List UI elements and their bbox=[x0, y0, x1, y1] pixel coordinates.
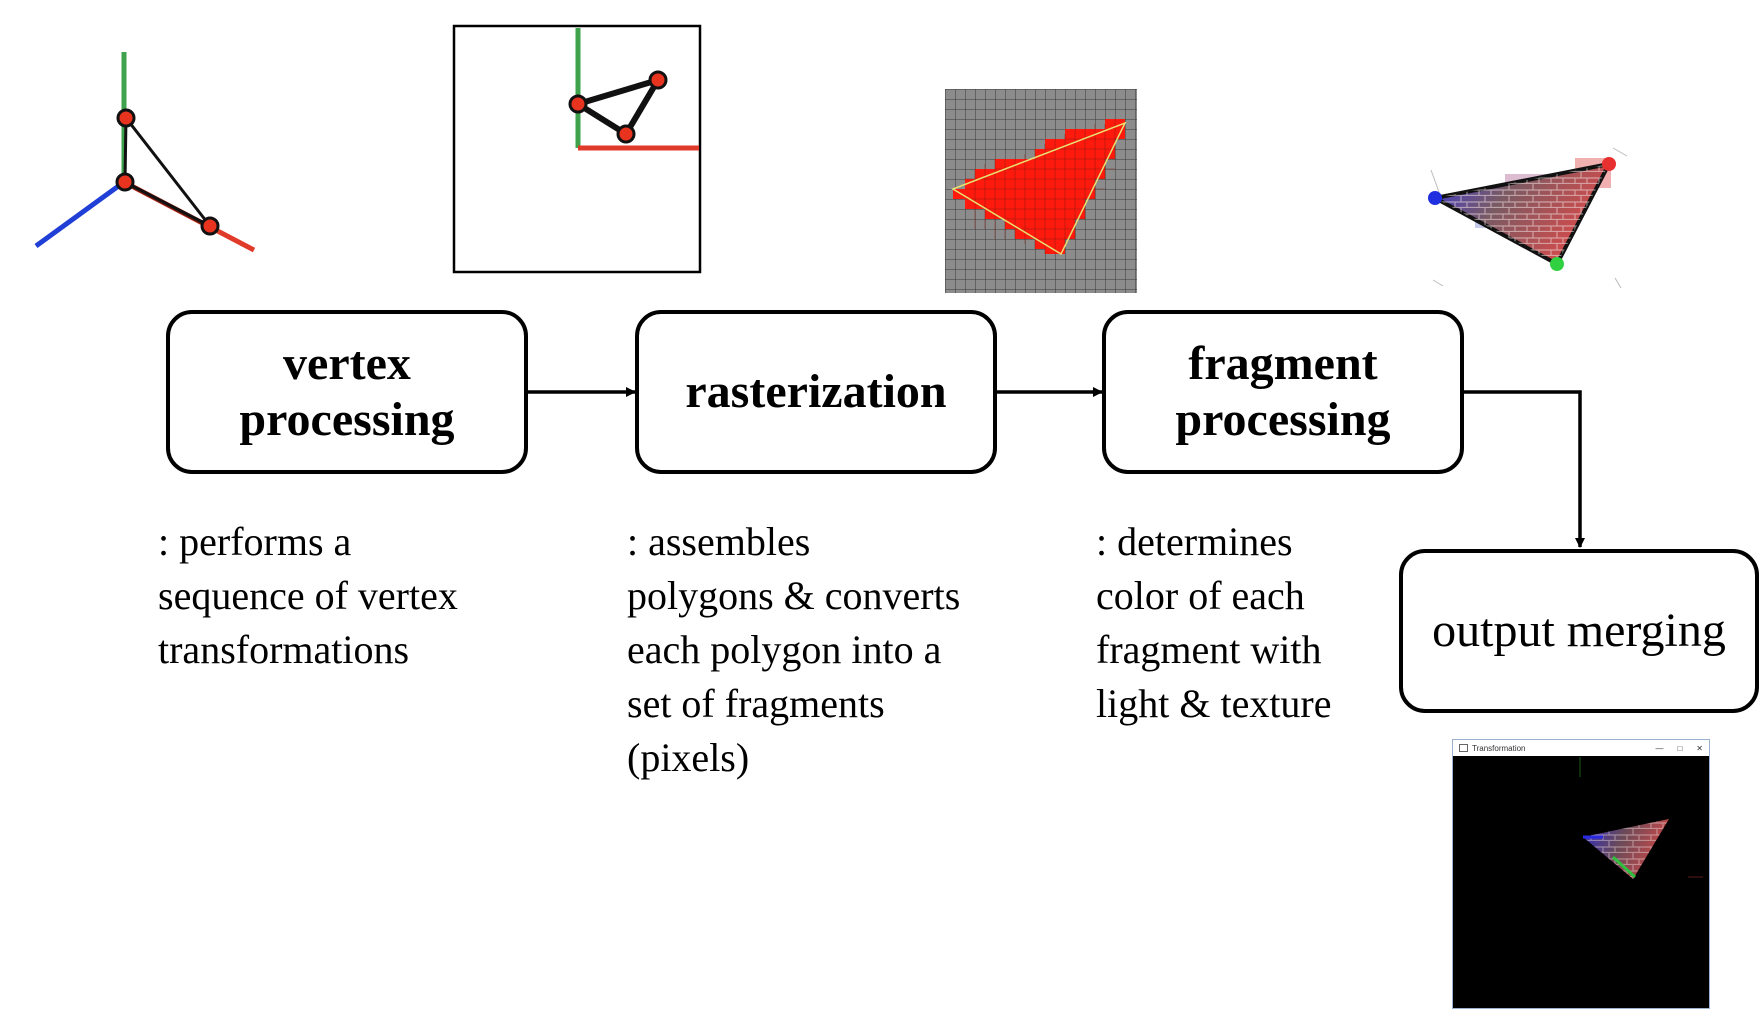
app-icon bbox=[1459, 744, 1468, 752]
window-titlebar: Transformation — □ ✕ bbox=[1453, 740, 1709, 756]
rasterization-box: rasterization bbox=[635, 310, 997, 474]
red-vertex bbox=[1602, 157, 1616, 171]
fragment-processing-label: fragment processing bbox=[1175, 337, 1391, 446]
guide-line bbox=[1614, 277, 1622, 289]
guide-line bbox=[1432, 279, 1444, 287]
fragment-processing-box: fragment processing bbox=[1102, 310, 1464, 474]
triangle-outline bbox=[951, 121, 1127, 256]
green-vertex bbox=[1550, 257, 1564, 271]
output-brick-texture bbox=[1583, 819, 1669, 879]
textured-triangle-illustration bbox=[1428, 147, 1628, 289]
arrow-fragment-to-output bbox=[1462, 390, 1585, 548]
fragment-grid-overlay bbox=[965, 119, 1120, 254]
vertex-point bbox=[200, 216, 220, 236]
rasterization-description: : assembles polygons & converts each pol… bbox=[627, 519, 961, 780]
minimize-icon[interactable]: — bbox=[1655, 743, 1664, 753]
vertex-processing-box: vertex processing bbox=[166, 310, 528, 474]
vertex-triangle bbox=[123, 113, 212, 228]
vertex-point bbox=[616, 124, 636, 144]
output-merging-box: output merging bbox=[1399, 549, 1759, 713]
close-icon[interactable]: ✕ bbox=[1696, 743, 1703, 753]
rasterization-label: rasterization bbox=[685, 365, 947, 418]
output-window: Transformation — □ ✕ bbox=[1452, 739, 1710, 1009]
output-merging-label: output merging bbox=[1432, 604, 1726, 657]
window-title: Transformation bbox=[1472, 743, 1526, 753]
output-render bbox=[1579, 757, 1703, 879]
vertex-processing-label: vertex processing bbox=[239, 337, 455, 446]
guide-line bbox=[1430, 169, 1440, 193]
projected-frame-illustration bbox=[452, 24, 702, 274]
brick-texture bbox=[1435, 164, 1609, 264]
vertex-point bbox=[568, 94, 588, 114]
guide-line bbox=[1612, 147, 1628, 157]
fragment-processing-description: : determines color of each fragment with… bbox=[1096, 519, 1332, 726]
vertex-processing-description: : performs a sequence of vertex transfor… bbox=[158, 519, 458, 672]
maximize-icon[interactable]: □ bbox=[1677, 743, 1683, 753]
blue-vertex bbox=[1428, 191, 1442, 205]
vertex-point bbox=[648, 70, 668, 90]
projected-triangle bbox=[575, 77, 661, 137]
z-axis bbox=[34, 179, 126, 249]
vertex-axes-illustration bbox=[34, 52, 256, 253]
rasterized-fragments bbox=[953, 119, 1125, 254]
raster-grid-illustration bbox=[945, 89, 1137, 293]
output-edge-green bbox=[1611, 855, 1637, 879]
vertex-point bbox=[115, 172, 135, 192]
vertex-point bbox=[116, 108, 136, 128]
